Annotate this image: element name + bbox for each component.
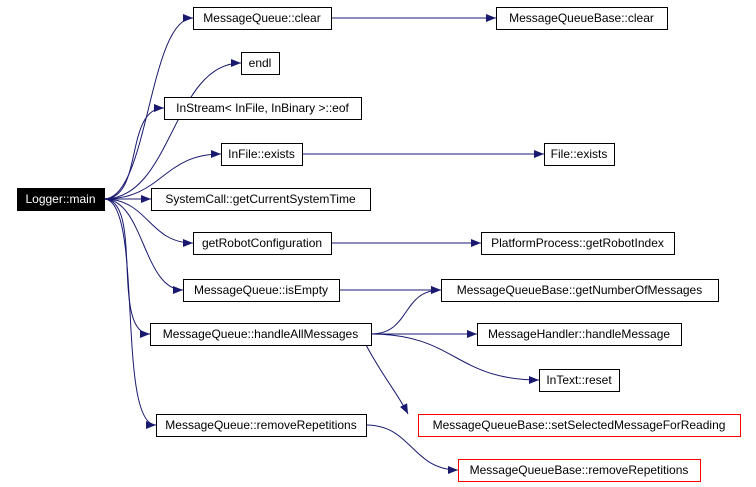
node-label: InText::reset: [546, 373, 612, 387]
node-mq_clear[interactable]: MessageQueue::clear: [193, 7, 332, 30]
edges-layer: [103, 14, 544, 474]
edge-root-to-get_robot_config: [103, 198, 194, 247]
node-box: [241, 52, 280, 75]
node-label: MessageQueueBase::setSelectedMessageForR…: [433, 418, 726, 432]
node-root[interactable]: Logger::main: [17, 188, 105, 211]
node-label: Logger::main: [25, 192, 95, 206]
node-box: [151, 188, 371, 211]
node-box: [156, 414, 367, 437]
edge-mq_handle_all-to-intext_reset: [370, 333, 540, 384]
node-intext_reset[interactable]: InText::reset: [539, 369, 620, 392]
node-label: MessageHandler::handleMessage: [488, 327, 670, 341]
edge-root-to-mq_remove_rep: [103, 198, 157, 429]
node-label: MessageQueue::clear: [203, 11, 320, 25]
node-mq_handle_all[interactable]: MessageQueue::handleAllMessages: [150, 323, 372, 346]
node-label: MessageQueue::removeRepetitions: [165, 418, 356, 432]
node-box: [481, 232, 675, 255]
node-box: [193, 7, 332, 30]
node-instream_eof[interactable]: InStream< InFile, InBinary >::eof: [164, 97, 362, 120]
edge-mq_handle_all-to-mqb_num_messages: [370, 286, 442, 335]
node-mh_handle[interactable]: MessageHandler::handleMessage: [477, 323, 682, 346]
node-box: [458, 459, 701, 482]
edge-mq_handle_all-to-mqb_set_selected: [364, 342, 409, 415]
node-label: MessageQueueBase::removeRepetitions: [470, 463, 689, 477]
node-mq_remove_rep[interactable]: MessageQueue::removeRepetitions: [156, 414, 367, 437]
node-mqb_clear[interactable]: MessageQueueBase::clear: [496, 7, 668, 30]
node-label: endl: [249, 56, 272, 70]
node-box: [539, 369, 620, 392]
node-label: MessageQueueBase::clear: [509, 11, 654, 25]
node-box: [193, 232, 332, 255]
node-box: [441, 279, 719, 302]
node-box: [164, 97, 362, 120]
node-label: InFile::exists: [228, 147, 295, 161]
edge-root-to-mq_clear: [103, 14, 194, 200]
node-label: MessageQueue::handleAllMessages: [163, 327, 358, 341]
node-mqb_set_selected[interactable]: MessageQueueBase::setSelectedMessageForR…: [418, 414, 741, 437]
edge-root-to-infile_exists: [103, 150, 222, 200]
node-label: MessageQueue::isEmpty: [194, 283, 328, 297]
edge-root-to-endl: [103, 59, 242, 200]
node-box: [477, 323, 682, 346]
node-endl[interactable]: endl: [241, 52, 280, 75]
node-label: PlatformProcess::getRobotIndex: [491, 236, 664, 250]
node-box: [418, 414, 741, 437]
node-file_exists[interactable]: File::exists: [544, 143, 615, 166]
node-label: SystemCall::getCurrentSystemTime: [165, 192, 356, 206]
node-box: [183, 279, 340, 302]
edge-root-to-instream_eof: [103, 104, 165, 200]
node-get_time[interactable]: SystemCall::getCurrentSystemTime: [151, 188, 371, 211]
node-box: [544, 143, 615, 166]
node-label: MessageQueueBase::getNumberOfMessages: [457, 283, 702, 297]
node-mq_is_empty[interactable]: MessageQueue::isEmpty: [183, 279, 340, 302]
node-label: File::exists: [551, 147, 608, 161]
node-get_robot_config[interactable]: getRobotConfiguration: [193, 232, 332, 255]
node-get_robot_index[interactable]: PlatformProcess::getRobotIndex: [481, 232, 675, 255]
node-box: [221, 143, 303, 166]
edge-root-to-mq_is_empty: [103, 198, 184, 294]
node-infile_exists[interactable]: InFile::exists: [221, 143, 303, 166]
node-label: getRobotConfiguration: [202, 236, 322, 250]
node-box: [496, 7, 668, 30]
node-label: InStream< InFile, InBinary >::eof: [176, 101, 349, 115]
node-box: [17, 188, 105, 211]
node-mqb_num_messages[interactable]: MessageQueueBase::getNumberOfMessages: [441, 279, 719, 302]
node-mqb_remove_rep[interactable]: MessageQueueBase::removeRepetitions: [458, 459, 701, 482]
node-box: [150, 323, 372, 346]
edge-mq_remove_rep-to-mqb_remove_rep: [365, 424, 459, 474]
